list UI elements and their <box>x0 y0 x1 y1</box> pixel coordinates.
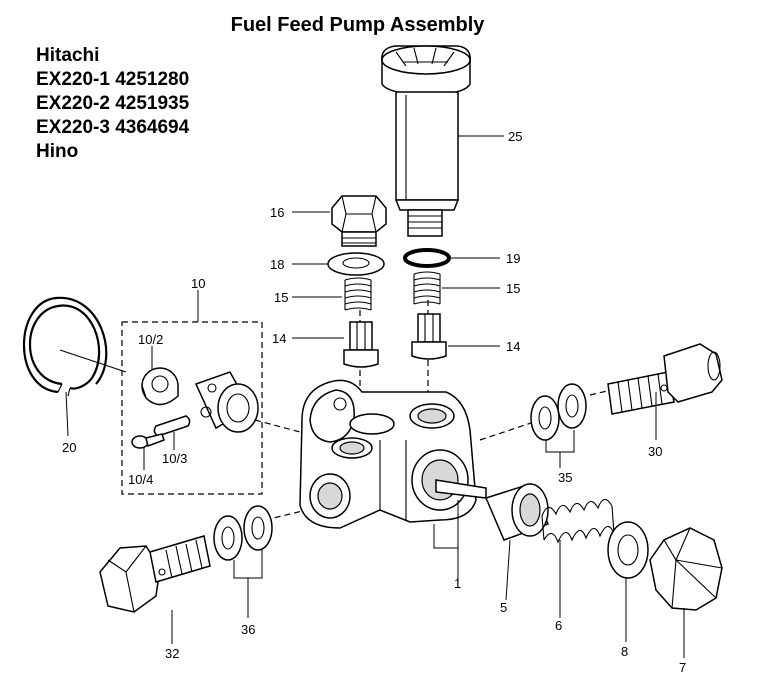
spring-15-left <box>344 277 372 311</box>
subassembly-10-box <box>121 321 263 495</box>
spring-6 <box>541 498 615 544</box>
label-32: 32 <box>165 646 179 661</box>
label-19: 19 <box>506 251 520 266</box>
model-info: Hitachi EX220-1 4251280 EX220-2 4251935 … <box>36 44 189 164</box>
label-14-right: 14 <box>506 339 520 354</box>
collar-10-2 <box>141 367 179 406</box>
label-10-4: 10/4 <box>128 472 153 487</box>
spring-15-right <box>413 271 441 305</box>
priming-pump-25 <box>381 45 471 237</box>
washers-36 <box>213 505 273 561</box>
label-20: 20 <box>62 440 76 455</box>
washer-18 <box>327 252 385 276</box>
model-line-engine: Hino <box>36 141 79 162</box>
o-ring-19 <box>403 248 451 268</box>
model-line-ex220-1: EX220-1 4251280 <box>36 69 190 90</box>
washers-35 <box>530 383 587 441</box>
label-16: 16 <box>270 205 284 220</box>
snap-ring-20 <box>22 296 108 397</box>
pump-body-1 <box>299 379 487 529</box>
check-valve-14-left <box>343 321 379 368</box>
label-10-2: 10/2 <box>138 332 163 347</box>
sleeve-5 <box>484 483 550 541</box>
part-labels: 25 16 19 18 15 15 14 14 10 10/2 10/3 10/… <box>62 129 686 675</box>
label-6: 6 <box>555 618 562 633</box>
check-valve-14-right <box>411 313 447 360</box>
label-1: 1 <box>454 576 461 591</box>
hex-plug-7 <box>649 527 723 611</box>
model-line-ex220-3: EX220-3 4364694 <box>36 117 190 138</box>
banjo-bolt-30 <box>607 343 723 415</box>
model-line-maker: Hitachi <box>36 45 100 66</box>
lever-body-10 <box>194 371 259 433</box>
diagram-title: Fuel Feed Pump Assembly <box>230 14 485 36</box>
label-25: 25 <box>508 129 522 144</box>
label-10-3: 10/3 <box>162 451 187 466</box>
screw-10-4 <box>131 433 165 449</box>
label-35: 35 <box>558 470 572 485</box>
label-10: 10 <box>191 276 205 291</box>
pin-10-3 <box>153 415 191 437</box>
leader-lines <box>59 135 685 658</box>
label-8: 8 <box>621 644 628 659</box>
model-line-ex220-2: EX220-2 4251935 <box>36 93 190 114</box>
axis-line-plug <box>254 419 301 433</box>
hex-plug-16 <box>331 195 387 247</box>
washer-8 <box>607 521 649 579</box>
label-36: 36 <box>241 622 255 637</box>
label-14-left: 14 <box>272 331 286 346</box>
label-5: 5 <box>500 600 507 615</box>
label-15-right: 15 <box>506 281 520 296</box>
label-18: 18 <box>270 257 284 272</box>
label-15-left: 15 <box>274 290 288 305</box>
label-30: 30 <box>648 444 662 459</box>
label-7: 7 <box>679 660 686 675</box>
banjo-bolt-32 <box>99 535 211 613</box>
axis-line-inlet <box>479 419 541 441</box>
